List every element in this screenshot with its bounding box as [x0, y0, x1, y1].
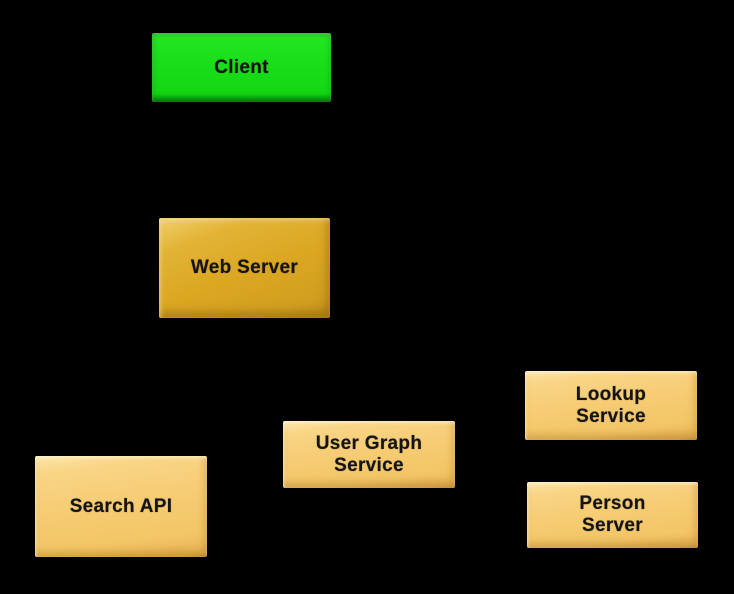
node-label-web-server: Web Server	[190, 257, 299, 278]
diagram-node-lookup-service: Lookup Service	[525, 371, 697, 440]
diagram-node-search-api: Search API	[35, 456, 207, 557]
node-label-person-server: Person Server	[579, 493, 646, 536]
diagram-node-web-server: Web Server	[159, 218, 330, 318]
node-label-search-api: Search API	[69, 495, 173, 517]
node-label-lookup-service: Lookup Service	[575, 383, 647, 427]
node-label-client: Client	[214, 56, 269, 78]
diagram-node-user-graph-service: User Graph Service	[283, 421, 455, 488]
node-label-user-graph-service: User Graph Service	[315, 432, 423, 476]
diagram-node-person-server: Person Server	[527, 482, 698, 548]
diagram-node-client: Client	[152, 33, 331, 102]
